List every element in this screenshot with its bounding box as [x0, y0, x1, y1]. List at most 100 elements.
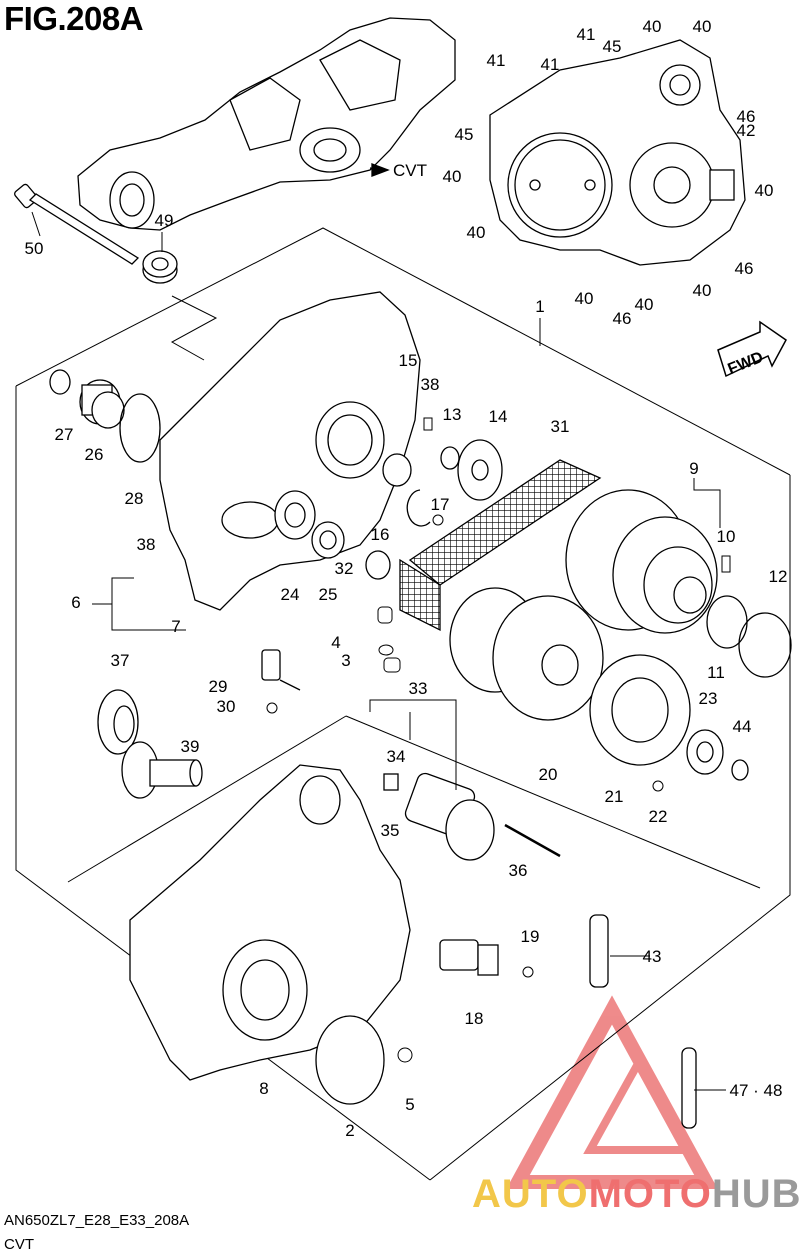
bearing-24 — [274, 490, 316, 540]
gear-37 — [97, 689, 139, 755]
crankcase-housing — [159, 291, 421, 611]
callout-c23: 23 — [699, 689, 718, 708]
callout-c24: 24 — [281, 585, 300, 604]
callout-c40e: 40 — [575, 289, 594, 308]
callout-c37: 37 — [111, 651, 130, 670]
pin-38 — [423, 417, 433, 431]
callout-c39: 39 — [181, 737, 200, 756]
model-code-caption: AN650ZL7_E28_E33_208A — [4, 1212, 190, 1229]
callout-c32: 32 — [335, 559, 354, 578]
callout-c40h: 40 — [755, 181, 774, 200]
callout-c2: 2 — [345, 1121, 354, 1140]
bolt-22 — [652, 780, 664, 792]
callout-c40c: 40 — [443, 167, 462, 186]
bolt-50 — [14, 183, 140, 265]
callout-c8: 8 — [259, 1079, 268, 1098]
sensor-29 — [261, 649, 301, 691]
callout-c33: 33 — [409, 679, 428, 698]
callout-c15: 15 — [399, 351, 418, 370]
callout-c21: 21 — [605, 787, 624, 806]
leader-lines — [31, 211, 726, 1091]
callout-c36: 36 — [509, 861, 528, 880]
callout-c14: 14 — [489, 407, 508, 426]
callout-c45b: 45 — [455, 125, 474, 144]
watermark-part3: HUB — [711, 1172, 800, 1216]
callout-c38a: 38 — [421, 375, 440, 394]
callout-c3: 3 — [341, 651, 350, 670]
callout-c10: 10 — [717, 527, 736, 546]
callout-c26: 26 — [85, 445, 104, 464]
callout-c7: 7 — [171, 617, 180, 636]
watermark-text: AUTOMOTOHUB — [472, 1172, 800, 1217]
washer-27 — [49, 369, 71, 395]
o-ring-32 — [365, 550, 391, 580]
callout-c16: 16 — [371, 525, 390, 544]
gear-39 — [121, 741, 203, 799]
callout-c18: 18 — [465, 1009, 484, 1028]
callout-c12: 12 — [769, 567, 788, 586]
clip-43 — [589, 914, 609, 988]
callout-c42: 42 — [737, 121, 756, 140]
o-ring-11 — [706, 595, 748, 649]
callout-c40b: 40 — [693, 17, 712, 36]
fan-21 — [589, 654, 691, 766]
callout-c49: 49 — [155, 211, 174, 230]
cap-3 — [383, 657, 401, 673]
callout-c31: 31 — [551, 417, 570, 436]
washer-4 — [378, 644, 394, 656]
callout-c1: 1 — [535, 297, 544, 316]
bearing-23 — [686, 729, 724, 775]
switch-18 — [439, 939, 499, 976]
callout-c43: 43 — [643, 947, 662, 966]
callout-c6: 6 — [71, 593, 80, 612]
washer-14 — [457, 439, 503, 501]
callout-c40a: 40 — [643, 17, 662, 36]
bolt-17 — [432, 514, 444, 526]
circlip-44 — [731, 759, 749, 781]
watermark-part2: MOTO — [588, 1172, 712, 1216]
callout-c40f: 40 — [635, 295, 654, 314]
callout-c27: 27 — [55, 425, 74, 444]
watermark-logo — [506, 995, 718, 1189]
drive-pulley-20 — [449, 587, 604, 721]
callout-c4: 4 — [331, 633, 340, 652]
callout-c35: 35 — [381, 821, 400, 840]
callout-c30: 30 — [217, 697, 236, 716]
callout-c41a: 41 — [487, 51, 506, 70]
callout-c4748: 47 · 48 — [730, 1081, 783, 1100]
circlip-16 — [406, 489, 431, 527]
callout-c46b: 46 — [735, 259, 754, 278]
bolt-30 — [266, 702, 278, 714]
driven-pulley-9 — [565, 489, 718, 634]
cover-cap-2 — [315, 1015, 385, 1105]
outer-cover-part — [489, 39, 746, 266]
cvt-cover-8 — [129, 764, 411, 1081]
callout-c28: 28 — [125, 489, 144, 508]
callout-c44: 44 — [733, 717, 752, 736]
callout-c25: 25 — [319, 585, 338, 604]
callout-c40g: 40 — [693, 281, 712, 300]
callout-c19: 19 — [521, 927, 540, 946]
section-caption: CVT — [4, 1236, 34, 1253]
callout-c34: 34 — [387, 747, 406, 766]
bolt-36 — [504, 823, 561, 858]
nut-49 — [142, 250, 178, 284]
bolt-19 — [522, 966, 534, 978]
bolt-5 — [397, 1047, 413, 1063]
starter-motor-33 — [383, 772, 495, 861]
callout-c17: 17 — [431, 495, 450, 514]
seal-25 — [311, 521, 345, 559]
callout-c41c: 41 — [577, 25, 596, 44]
callout-c41b: 41 — [541, 55, 560, 74]
o-ring-13 — [440, 446, 460, 470]
callout-c11: 11 — [707, 663, 725, 682]
callout-c20: 20 — [539, 765, 558, 784]
callout-c46a: 46 — [737, 107, 756, 126]
group-frame — [15, 227, 791, 1181]
callout-c9: 9 — [689, 459, 698, 478]
screw-10 — [721, 555, 731, 573]
o-ring-28 — [119, 393, 161, 463]
callout-c29: 29 — [209, 677, 228, 696]
fwd-arrow-icon: FWD — [717, 320, 787, 378]
